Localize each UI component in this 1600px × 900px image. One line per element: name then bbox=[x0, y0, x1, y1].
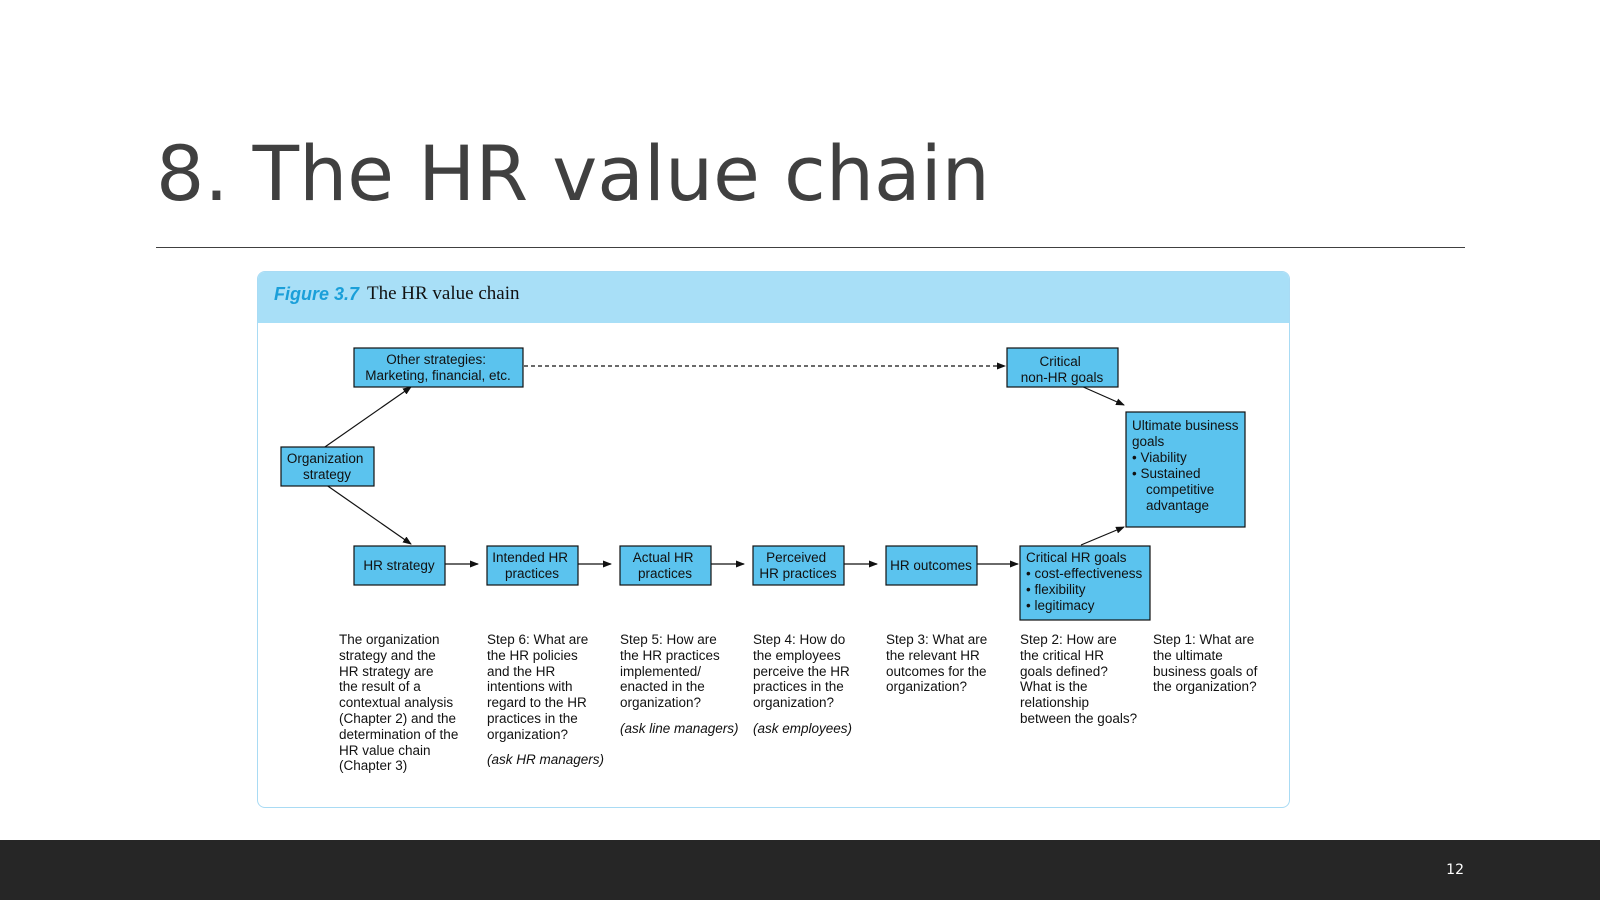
box-organization-strategy bbox=[280, 446, 375, 487]
arrow-org-to-other bbox=[321, 386, 412, 450]
label-perceived-hr-practices: Perceived HR practices bbox=[759, 550, 837, 581]
box-actual-hr-practices bbox=[619, 545, 712, 586]
figure-title: The HR value chain bbox=[367, 283, 520, 304]
arrow-critical-hr-to-ultimate bbox=[1080, 526, 1125, 546]
note-ask-hr-managers: (ask HR managers) bbox=[487, 752, 605, 767]
figure-header: Figure 3.7 The HR value chain bbox=[258, 272, 1289, 323]
box-critical-hr-goals bbox=[1019, 545, 1151, 621]
box-intended-hr-practices bbox=[486, 545, 579, 586]
slide-title: 8. The HR value chain bbox=[156, 129, 990, 218]
label-hr-outcomes: HR outcomes bbox=[890, 558, 972, 573]
page-number: 12 bbox=[1446, 862, 1464, 878]
description-step-3: Step 3: What are the relevant HR outcome… bbox=[886, 632, 988, 695]
title-divider bbox=[156, 247, 1465, 248]
figure-number: Figure 3.7 bbox=[274, 284, 360, 304]
label-actual-hr-practices: Actual HR practices bbox=[633, 550, 698, 581]
arrow-noncritical-to-ultimate bbox=[1080, 385, 1125, 406]
box-hr-outcomes bbox=[885, 545, 978, 586]
description-step-6: Step 6: What are the HR policies and the… bbox=[487, 632, 589, 742]
arrow-org-to-hr-strategy bbox=[321, 481, 412, 545]
description-step-5: Step 5: How are the HR practices impleme… bbox=[620, 632, 720, 711]
footer-bar: 12 bbox=[0, 840, 1600, 900]
label-hr-strategy: HR strategy bbox=[363, 558, 435, 573]
connector-lines bbox=[321, 362, 1125, 568]
figure-panel: Figure 3.7 The HR value chain bbox=[257, 271, 1290, 808]
note-ask-line-managers: (ask line managers) bbox=[620, 721, 739, 736]
label-other-strategies: Other strategies: Marketing, financial, … bbox=[365, 352, 511, 383]
label-critical-hr-goals: Critical HR goals • cost-effectiveness •… bbox=[1026, 550, 1146, 613]
description-step-1: Step 1: What are the ultimate business g… bbox=[1153, 632, 1258, 695]
value-chain-diagram: Other strategies: Marketing, financial, … bbox=[280, 347, 1246, 621]
description-context: The organization strategy and the HR str… bbox=[339, 632, 459, 774]
note-ask-employees: (ask employees) bbox=[753, 721, 853, 736]
description-step-4: Step 4: How do the employees perceive th… bbox=[753, 632, 850, 711]
box-other-strategies bbox=[353, 347, 524, 388]
label-ultimate-business-goals: Ultimate business goals • Viability • Su… bbox=[1132, 418, 1242, 513]
description-step-2: Step 2: How are the critical HR goals de… bbox=[1020, 632, 1138, 726]
label-organization-strategy: Organization strategy bbox=[287, 451, 367, 482]
label-intended-hr-practices: Intended HR practices bbox=[492, 550, 572, 581]
box-hr-strategy bbox=[353, 545, 446, 586]
box-perceived-hr-practices bbox=[752, 545, 845, 586]
box-critical-non-hr-goals bbox=[1006, 347, 1119, 388]
box-ultimate-business-goals bbox=[1125, 411, 1246, 528]
label-critical-non-hr-goals: Critical non-HR goals bbox=[1021, 354, 1104, 385]
